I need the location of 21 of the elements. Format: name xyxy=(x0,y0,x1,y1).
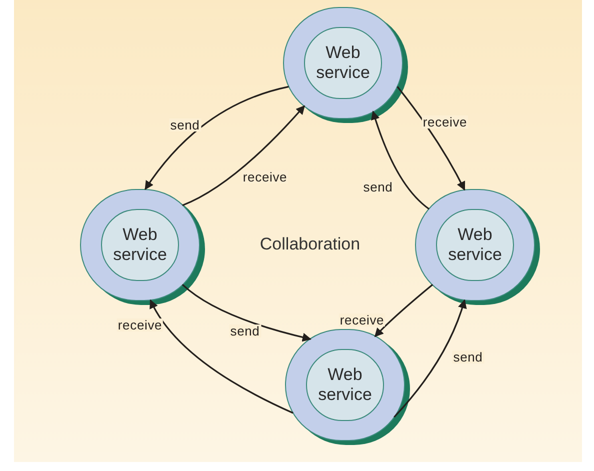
center-label: Collaboration xyxy=(260,233,360,256)
edge-label: receive xyxy=(116,318,164,332)
curved-arrow xyxy=(394,299,467,418)
edge-label: send xyxy=(169,118,201,132)
node-label: Web service xyxy=(317,365,373,405)
curved-arrow xyxy=(144,86,289,190)
edge-label: receive xyxy=(242,170,288,184)
edge-label: send xyxy=(229,324,261,338)
curved-arrow xyxy=(182,105,306,206)
edge-label: send xyxy=(452,350,484,364)
edge-label: receive xyxy=(422,116,468,128)
edge-label: send xyxy=(362,180,394,194)
curved-arrow xyxy=(371,110,430,210)
curved-arrow xyxy=(374,284,434,338)
curved-arrow xyxy=(182,284,312,342)
node-label: Web service xyxy=(112,225,168,265)
curved-arrow xyxy=(150,299,294,414)
curved-arrow xyxy=(396,86,466,191)
edge-label: receive xyxy=(338,314,386,326)
node-label: Web service xyxy=(315,43,371,83)
node-label: Web service xyxy=(447,225,503,265)
